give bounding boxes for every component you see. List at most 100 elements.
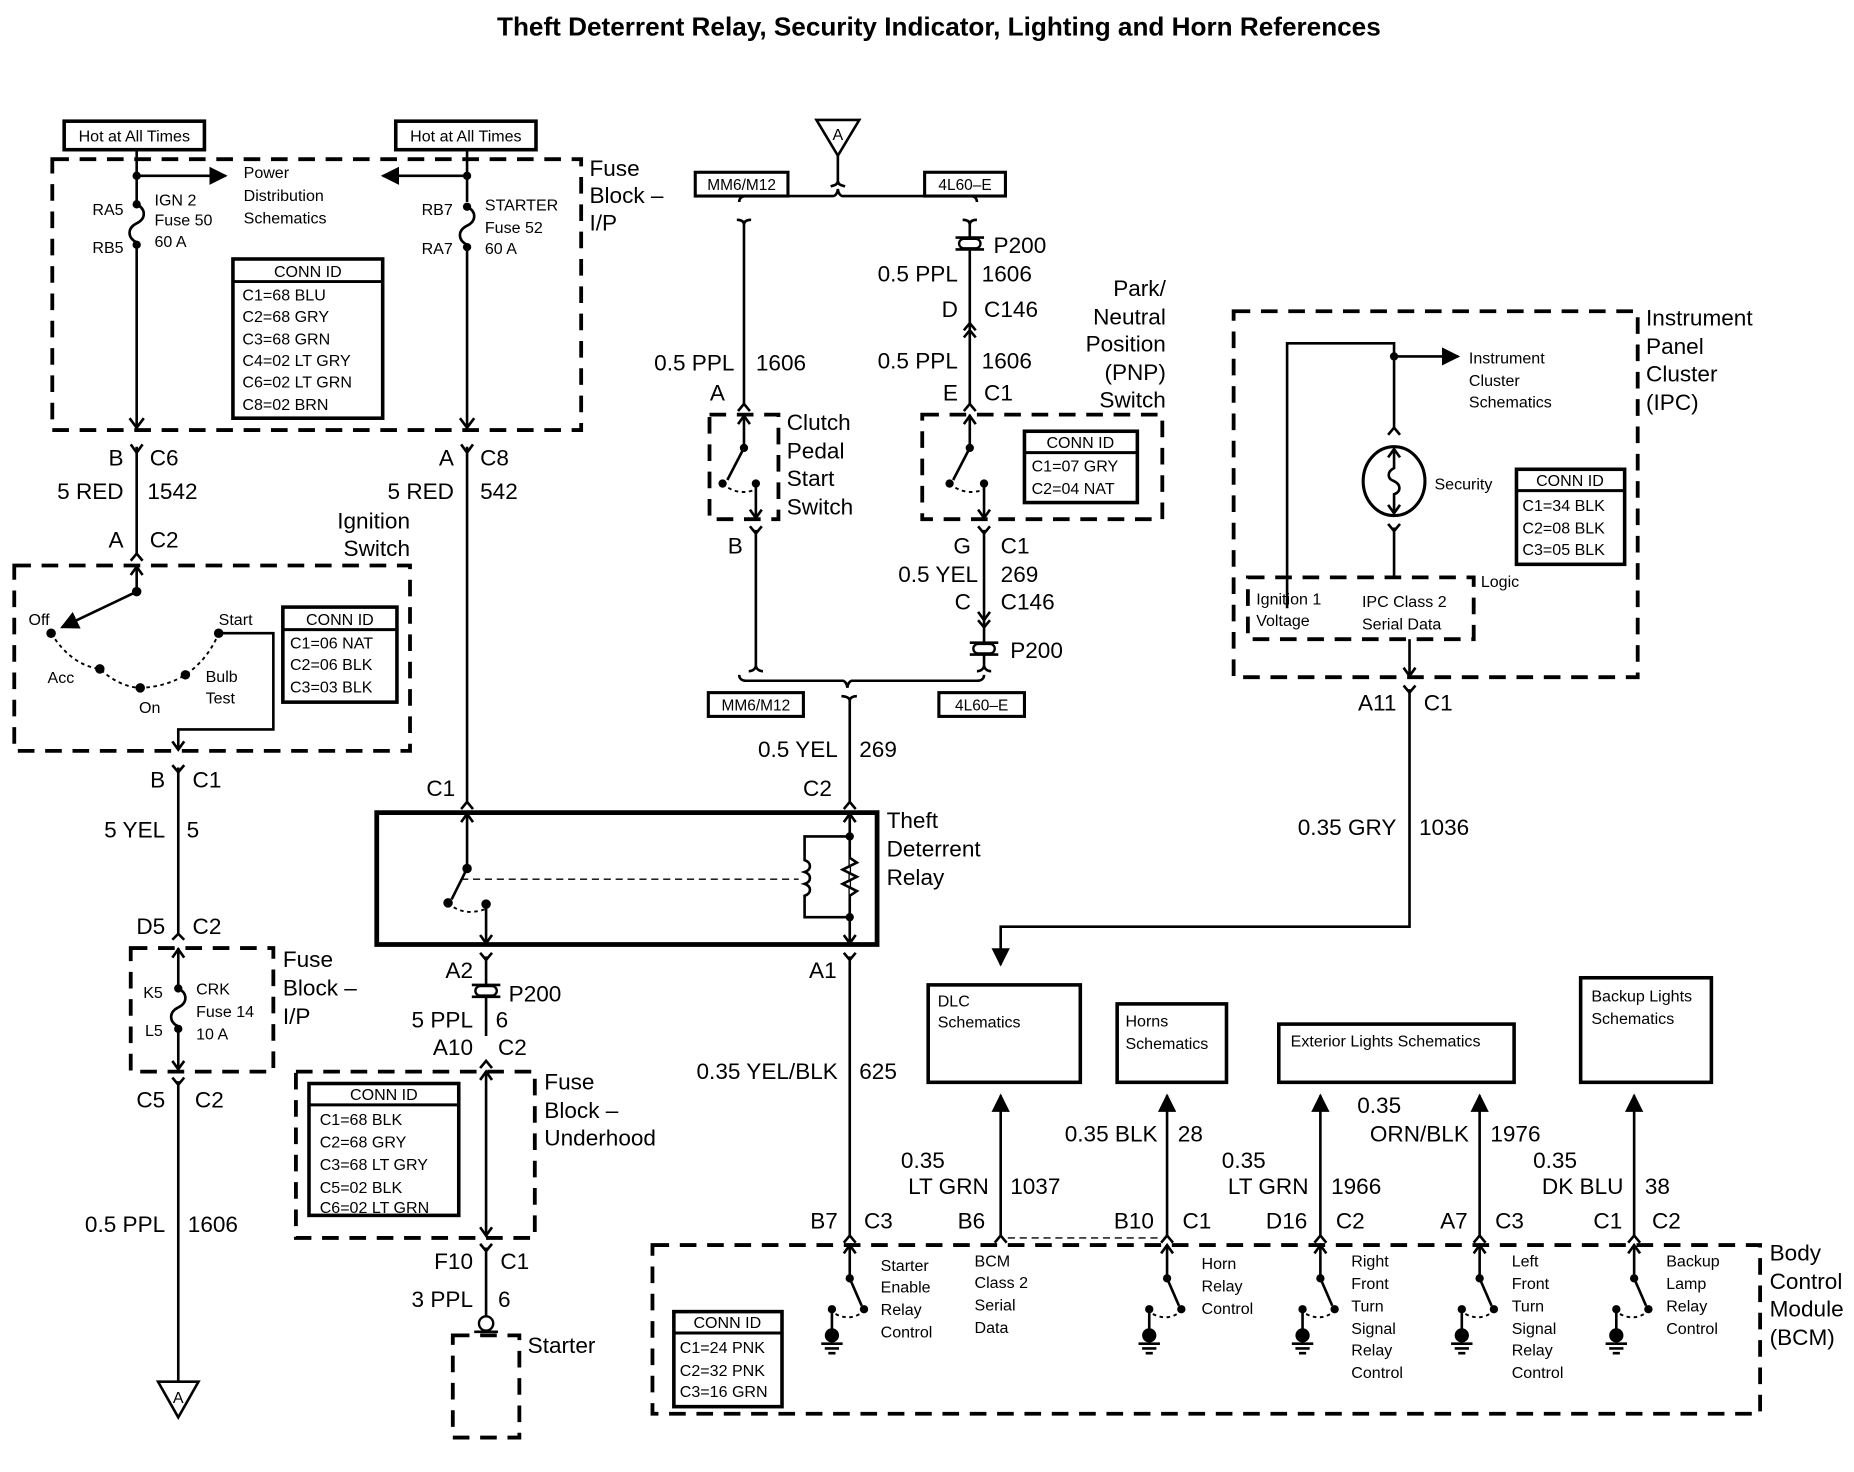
diagram-label: Left — [1512, 1252, 1539, 1270]
relay-resistor-icon — [839, 856, 860, 897]
conn-id-table-ipc: CONN ID C1=34 BLK C2=08 BLK C3=05 BLK — [1514, 467, 1627, 567]
backup-lights-schematics-ref[interactable] — [1578, 975, 1714, 1085]
diagram-label: 625 — [859, 1059, 897, 1084]
diagram-stroke — [748, 508, 763, 521]
diagram-label: C2=68 GRY — [242, 308, 329, 326]
diagram-label: Pedal — [787, 439, 845, 464]
dlc-schematics-ref[interactable] — [926, 983, 1083, 1085]
switch-stroke — [835, 1312, 863, 1319]
diagram-label: C4=02 LT GRY — [242, 352, 351, 370]
diagram-stroke — [693, 170, 790, 198]
conn-id-table-bcm: CONN ID C1=24 PNK C2=32 PNK C3=16 GRN — [672, 1309, 784, 1409]
diagram-label: Lamp — [1666, 1275, 1706, 1293]
diagram-label: Panel — [1646, 334, 1704, 359]
diagram-stroke — [50, 632, 220, 689]
switch-stroke — [1177, 1305, 1186, 1314]
switch-stroke — [1305, 1312, 1333, 1319]
diagram-label: I/P — [283, 1004, 311, 1029]
diagram-label: CONN ID — [274, 263, 342, 281]
diagram-label: C1=68 BLU — [242, 287, 325, 305]
diagram-label: L5 — [145, 1022, 163, 1040]
diagram-label: F10 — [434, 1249, 473, 1274]
diagram-label: Relay — [881, 1301, 922, 1319]
diagram-stroke — [171, 1060, 186, 1072]
diagram-label: BCM — [975, 1252, 1011, 1270]
diagram-stroke — [12, 563, 412, 753]
horns-schematics-ref[interactable] — [1115, 1002, 1229, 1085]
switch-stroke — [1489, 1305, 1499, 1314]
diagram-label: Control — [1202, 1300, 1254, 1318]
diagram-label: Switch — [787, 494, 853, 519]
diagram-stroke — [460, 811, 475, 823]
diagram-stroke — [672, 1309, 784, 1409]
diagram-label: D16 — [1266, 1208, 1307, 1233]
diagram-label: B — [109, 446, 124, 471]
diagram-label: C1=06 NAT — [290, 635, 373, 653]
diagram-label: 5 RED — [57, 479, 123, 504]
diagram-label: C5 — [136, 1087, 165, 1112]
diagram-label: Serial — [975, 1296, 1016, 1314]
diagram-label: C2 — [803, 776, 832, 801]
diagram-label: A — [109, 528, 124, 553]
instrument-panel-cluster: Instrument Panel Cluster (IPC) Instrumen… — [991, 306, 1753, 967]
diagram-label: Logic — [1481, 573, 1519, 591]
diagram-label: Module — [1770, 1296, 1844, 1321]
diagram-label: 1966 — [1331, 1174, 1381, 1199]
switch-stroke — [1478, 1277, 1493, 1307]
diagram-label: C1=68 BLK — [320, 1111, 403, 1129]
diagram-label: 0.5 PPL — [878, 262, 958, 287]
diagram-label: D5 — [136, 914, 165, 939]
diagram-label: Cluster — [1469, 372, 1520, 390]
diagram-label: C1 — [193, 768, 222, 793]
diagram-stroke — [937, 691, 1026, 718]
diagram-label: Relay — [1351, 1342, 1392, 1360]
p200-splice-icon — [471, 983, 501, 999]
diagram-label: Park/ — [1113, 276, 1166, 301]
diagram-stroke — [479, 1069, 494, 1081]
diagram-stroke — [374, 810, 880, 947]
diagram-label: 0.35 — [901, 1148, 945, 1173]
diagram-label: 1036 — [1419, 815, 1469, 840]
switch-stroke — [842, 1242, 857, 1255]
diagram-label: CONN ID — [693, 1314, 761, 1332]
switch-stroke — [1619, 1312, 1647, 1319]
offpage-connector-a-top — [814, 118, 862, 159]
diagram-label: C1 — [1001, 534, 1030, 559]
diagram-label: C2=32 PNK — [680, 1362, 765, 1380]
diagram-label: A10 — [433, 1035, 473, 1060]
diagram-stroke — [129, 564, 144, 576]
exterior-lights-schematics-ref[interactable] — [1277, 1022, 1516, 1085]
diagram-label: Ignition 1 — [1256, 591, 1321, 609]
switch-stroke — [1627, 1242, 1642, 1255]
diagram-stroke — [460, 799, 475, 810]
diagram-label: A7 — [1440, 1208, 1468, 1233]
diagram-label: B6 — [958, 1208, 986, 1233]
diagram-label: C6 — [150, 446, 179, 471]
diagram-stroke — [60, 590, 138, 629]
diagram-stroke — [231, 257, 385, 420]
diagram-label: 6 — [496, 1008, 509, 1033]
diagram-label: Neutral — [1093, 304, 1166, 329]
diagram-stroke — [281, 605, 399, 704]
diagram-label: 269 — [859, 737, 897, 762]
diagram-label: C6=02 LT GRN — [242, 373, 351, 391]
conn-id-table-ignition: CONN ID C1=06 NAT C2=06 BLK C3=03 BLK — [281, 605, 399, 704]
diagram-stroke — [479, 1058, 494, 1069]
diagram-label: Switch — [344, 536, 410, 561]
diagram-stroke — [830, 155, 846, 188]
diagram-label: Instrument — [1469, 350, 1545, 368]
diagram-stroke — [737, 401, 751, 412]
diagram-stroke — [726, 447, 746, 481]
diagram-label: C2 — [195, 1087, 224, 1112]
diagram-label: Front — [1512, 1275, 1550, 1293]
switch-stroke — [1454, 1328, 1469, 1343]
diagram-stroke — [948, 482, 985, 493]
switch-stroke — [1138, 1342, 1160, 1355]
diagram-stroke — [991, 689, 1411, 967]
diagram-label: Deterrent — [887, 837, 982, 862]
diagram-label: (BCM) — [1770, 1325, 1835, 1350]
fuse-52-line-1: STARTER — [485, 196, 558, 214]
diagram-stroke — [842, 799, 857, 810]
diagram-stroke — [962, 321, 977, 339]
